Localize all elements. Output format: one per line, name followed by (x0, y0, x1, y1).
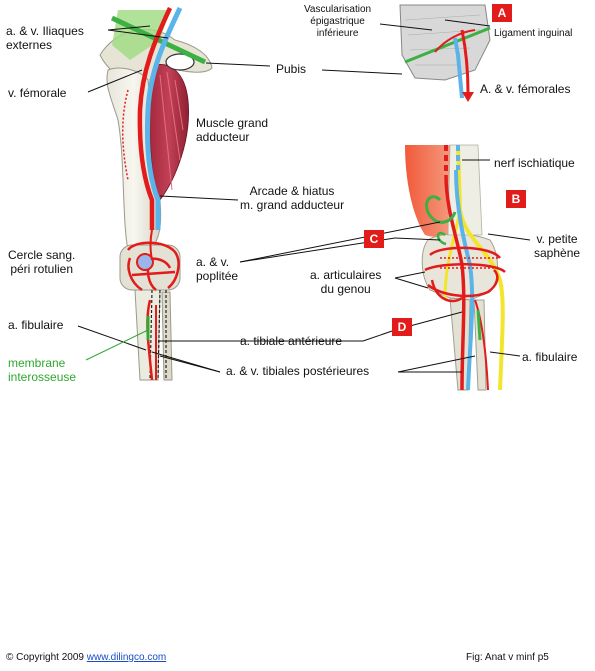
label-vascularisation-epigastrique: Vascularisation épigastrique inférieure (304, 4, 372, 39)
femoral-vein-left (145, 6, 183, 230)
arrow-head-inset (462, 92, 474, 102)
label-femorale-vein: v. fémorale (8, 86, 67, 100)
patella (136, 253, 154, 271)
badge-c: C (364, 230, 384, 248)
label-nerf-ischiatique: nerf ischiatique (494, 156, 575, 170)
label-articulaires-genou: a. articulaires du genou (310, 268, 382, 296)
peri-patellar-network (126, 241, 180, 292)
articular-green-loop (436, 231, 447, 246)
label-petite-saphene: v. petite saphène (534, 232, 581, 260)
sciatic-nerve (456, 144, 505, 391)
label-tibiale-anterieure: a. tibiale antérieure (240, 334, 343, 348)
epigastric-vessel-inset (434, 29, 476, 53)
leader-lines (77, 19, 531, 373)
label-poplitee: a. & v. poplitée (196, 255, 239, 283)
label-pubis: Pubis (276, 62, 307, 76)
label-arcade-hiatus: Arcade & hiatus m. grand adducteur (240, 184, 345, 212)
badge-a: A (492, 4, 512, 22)
inguinal-ligament-left (110, 15, 207, 65)
fibula-bone (161, 291, 173, 381)
badge-d: D (392, 318, 412, 336)
fibular-artery-right (474, 299, 489, 391)
obturator-foramen (165, 53, 195, 71)
deep-femoral-dotted (122, 89, 129, 181)
badge-b: B (506, 190, 526, 208)
genicular-dotted (440, 257, 500, 269)
inguinal-ligament-inset (404, 26, 491, 64)
inguinal-inset (399, 4, 491, 102)
label-fibulaire-right: a. fibulaire (522, 350, 578, 364)
label-ligament-inguinal: Ligament inguinal (494, 28, 573, 39)
femoral-artery-inset (460, 29, 470, 93)
footer-copyright: © Copyright 2009 www.dilingco.com (6, 652, 166, 663)
label-femorales: A. & v. fémorales (480, 82, 571, 96)
interosseous-right (476, 309, 482, 341)
genicular-arteries (424, 246, 506, 303)
femoral-vein-inset (453, 37, 464, 99)
label-membrane-interosseuse: membrane interosseuse (8, 356, 77, 384)
label-grand-adducteur: Muscle grand adducteur (196, 116, 269, 144)
knee-posterior-view (405, 144, 506, 391)
label-cercle-peri-rotulien: Cercle sang. péri rotulien (8, 248, 76, 276)
leg-anterior-view (99, 6, 213, 381)
label-fibulaire-left: a. fibulaire (8, 318, 64, 332)
adductor-hiatus (425, 195, 457, 224)
copyright-link[interactable]: www.dilingco.com (86, 652, 167, 663)
label-iliaques-externes: a. & v. Iliaques externes (6, 24, 84, 52)
label-tibiales-posterieures: a. & v. tibiales postérieures (226, 364, 370, 378)
copyright-text: © Copyright 2009 (6, 652, 84, 663)
footer-fig: Fig: Anat v minf p5 (466, 652, 549, 663)
